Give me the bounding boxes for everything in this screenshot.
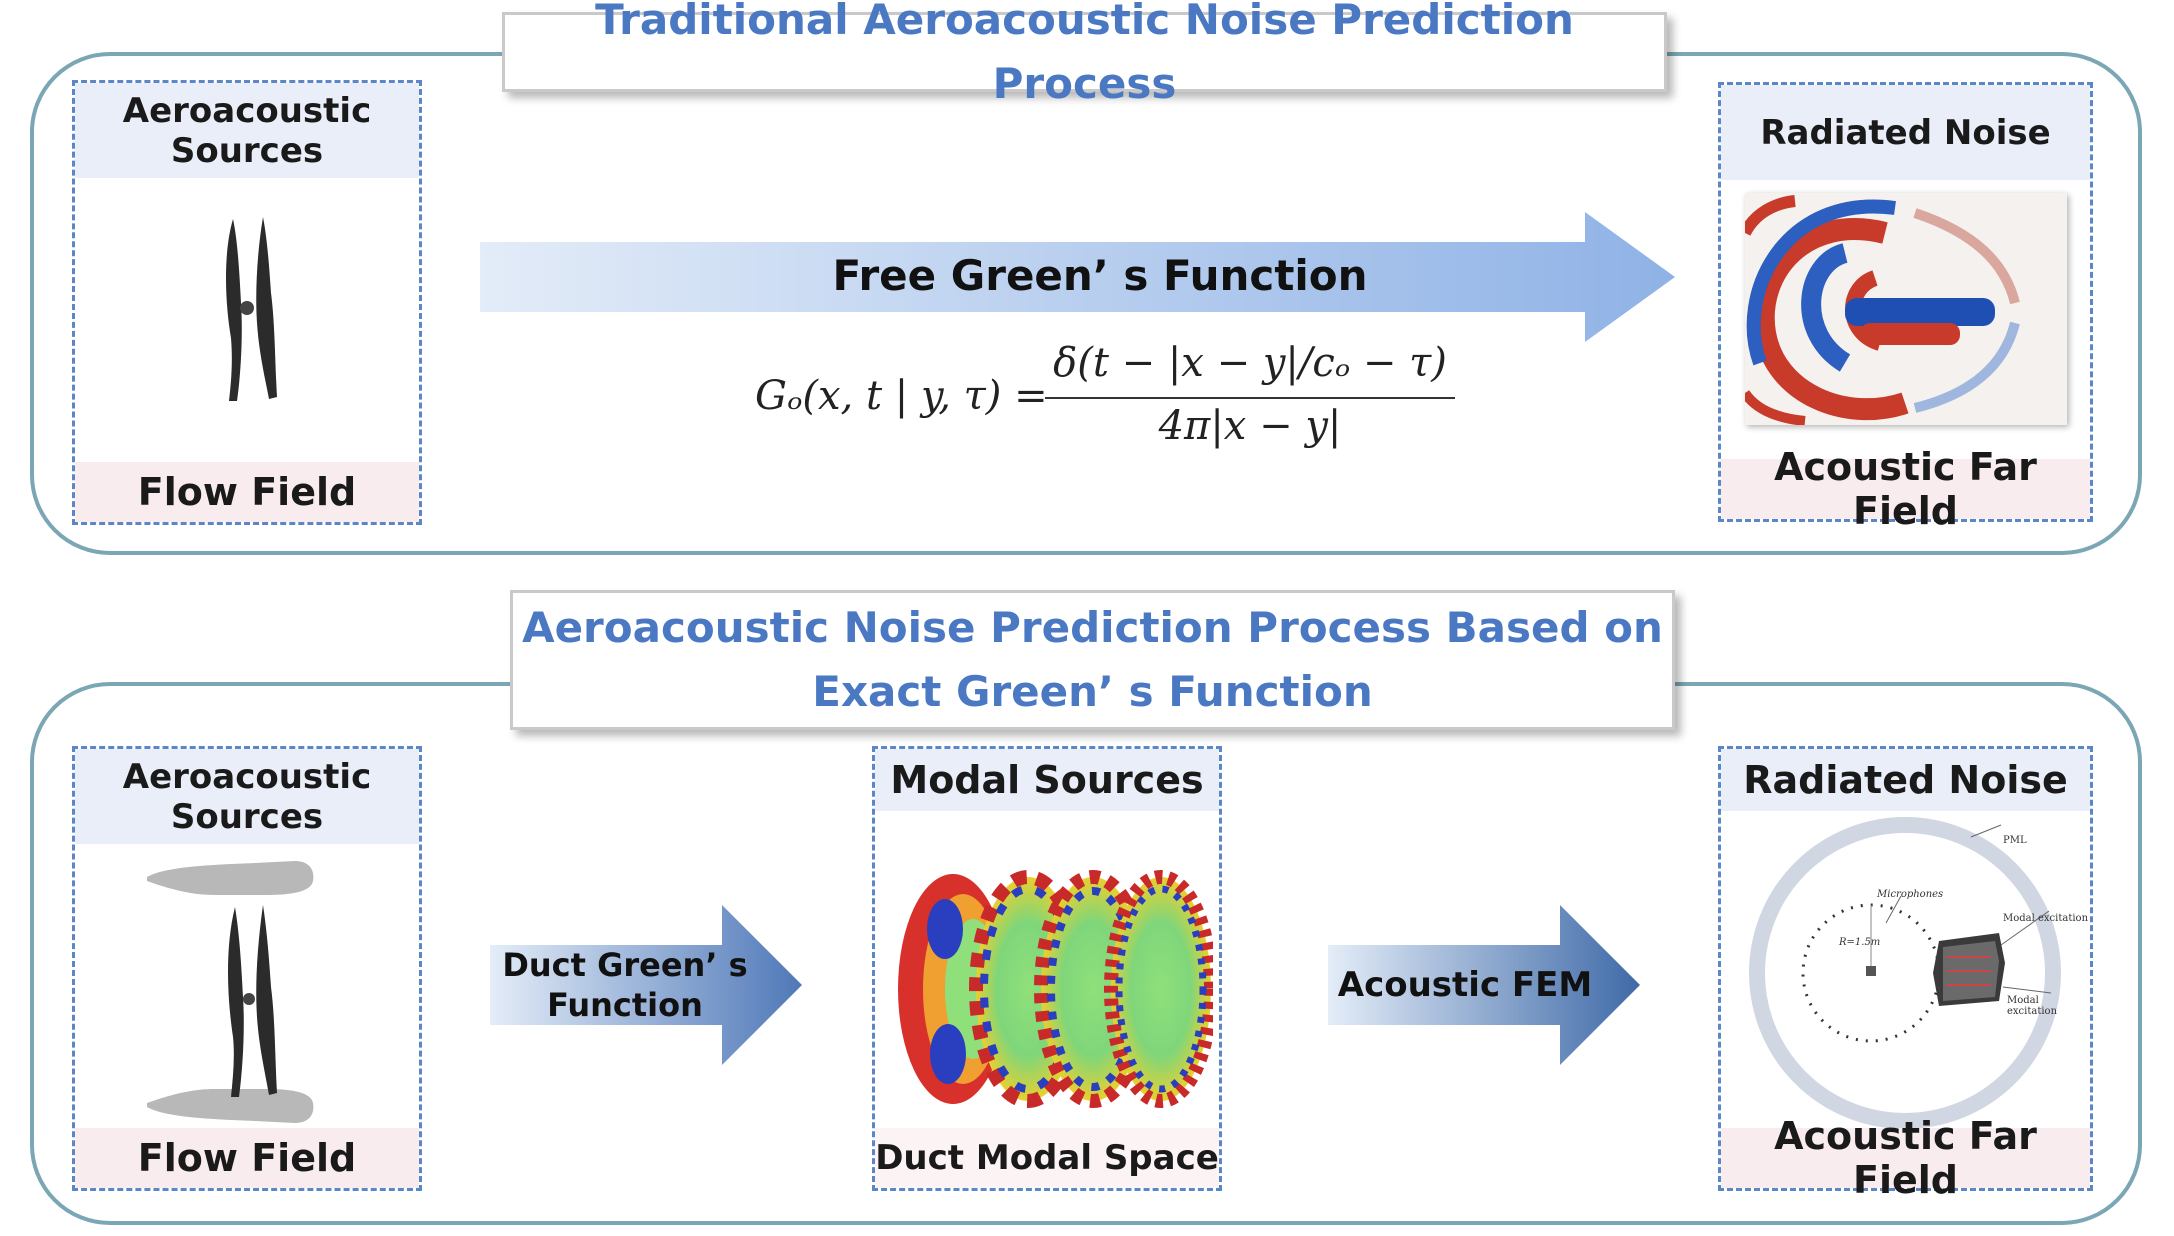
duct-greens-function-line2: Function (547, 986, 703, 1024)
top-title-text: Traditional Aeroacoustic Noise Predictio… (595, 0, 1574, 108)
top-result-footer: Acoustic Far Field (1721, 445, 2090, 533)
equation-numerator: δ(t − |x − y|/cₒ − τ) (1053, 340, 1447, 386)
top-process-title: Traditional Aeroacoustic Noise Predictio… (502, 0, 1667, 108)
modal-sources-footer-text: Duct Modal Space (875, 1138, 1219, 1178)
acoustic-fem-text: Acoustic FEM (1337, 965, 1593, 1005)
equation-lhs: Gₒ(x, t | y, τ) = (755, 373, 1048, 419)
bottom-result-footer: Acoustic Far Field (1721, 1114, 2090, 1202)
top-result-header: Radiated Noise (1721, 85, 2090, 180)
modal-excitation-label-1: Modal excitation (2003, 913, 2089, 924)
free-greens-function-text: Free Green’ s Function (832, 250, 1368, 300)
modal-sources-header-text: Modal Sources (890, 758, 1204, 802)
top-result-box: Radiated Noise Acoustic Far Field (1718, 82, 2093, 533)
duct-greens-function-arrow (490, 905, 802, 1065)
top-source-header-text: Aeroacoustic Sources (122, 90, 372, 171)
duct-greens-function-label: Duct Green’ s Function (490, 940, 760, 1030)
bottom-source-footer: Flow Field (75, 1128, 419, 1188)
bottom-result-header: Radiated Noise (1721, 749, 2090, 811)
bottom-process-title: Aeroacoustic Noise Prediction Process Ba… (510, 590, 1675, 730)
modal-sources-footer: Duct Modal Space (875, 1128, 1219, 1188)
free-greens-function-label: Free Green’ s Function (600, 240, 1600, 310)
greens-function-equation: Gₒ(x, t | y, τ) = δ(t − |x − y|/cₒ − τ) … (755, 335, 1455, 455)
microphones-label: Microphones (1877, 889, 1944, 900)
bottom-source-header-text: Aeroacoustic Sources (122, 756, 372, 837)
bottom-source-footer-text: Flow Field (137, 1136, 357, 1180)
bottom-title-line2: Exact Green’ s Function (812, 667, 1373, 716)
bottom-result-box: Radiated Noise PML Microphones R=1.5m Mo… (1718, 746, 2093, 1202)
modal-sources-header: Modal Sources (875, 749, 1219, 811)
radius-label: R=1.5m (1839, 937, 1881, 948)
bottom-result-header-text: Radiated Noise (1743, 758, 2068, 802)
pml-label: PML (2003, 835, 2027, 846)
top-result-footer-text: Acoustic Far Field (1774, 445, 2037, 533)
top-source-header: Aeroacoustic Sources (75, 83, 419, 178)
fem-domain-diagram (1749, 817, 2061, 1129)
bottom-title-line1: Aeroacoustic Noise Prediction Process Ba… (522, 603, 1663, 652)
equation-denominator: 4π|x − y| (1158, 403, 1342, 449)
radiated-noise-field-image (1745, 193, 2067, 425)
modal-sources-box: Modal Sources Duct Modal Space (872, 746, 1222, 1191)
bottom-source-header: Aeroacoustic Sources (75, 749, 419, 844)
equation-fraction-bar (1045, 397, 1455, 399)
top-result-header-text: Radiated Noise (1760, 112, 2051, 153)
acoustic-fem-arrow (1328, 905, 1640, 1065)
top-source-box: Aeroacoustic Sources Flow Field (72, 80, 422, 525)
top-source-footer-text: Flow Field (137, 470, 357, 514)
free-greens-function-arrow (480, 212, 1675, 342)
top-source-footer: Flow Field (75, 462, 419, 522)
duct-greens-function-line1: Duct Green’ s (502, 946, 748, 984)
modal-excitation-label-2: Modal excitation (2007, 995, 2058, 1017)
duct-modes-image (898, 870, 1213, 1108)
bottom-result-footer-text: Acoustic Far Field (1774, 1114, 2037, 1202)
propeller-blades-icon (226, 217, 277, 401)
ducted-propeller-icon (147, 861, 314, 1123)
acoustic-fem-label: Acoustic FEM (1330, 950, 1600, 1020)
bottom-source-box: Aeroacoustic Sources Flow Field (72, 746, 422, 1191)
